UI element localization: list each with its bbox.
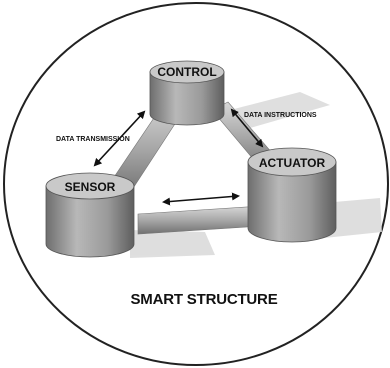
diagram-caption: SMART STRUCTURE <box>131 291 278 308</box>
arrow-sensor-actuator <box>162 192 240 206</box>
edge-label-data-transmission: DATA TRANSMISSION <box>56 136 130 143</box>
outer-ring <box>3 2 389 366</box>
arrow-sensor-control <box>93 110 146 167</box>
control-node: CONTROL <box>149 60 225 126</box>
control-label: CONTROL <box>157 65 216 79</box>
arrow-control-actuator <box>230 108 264 148</box>
edge-label-data-instructions: DATA INSTRUCTIONS <box>244 112 317 119</box>
sensor-node: SENSOR <box>45 172 135 258</box>
sensor-label: SENSOR <box>65 180 116 194</box>
actuator-node: ACTUATOR <box>247 147 337 243</box>
actuator-label: ACTUATOR <box>259 156 326 170</box>
